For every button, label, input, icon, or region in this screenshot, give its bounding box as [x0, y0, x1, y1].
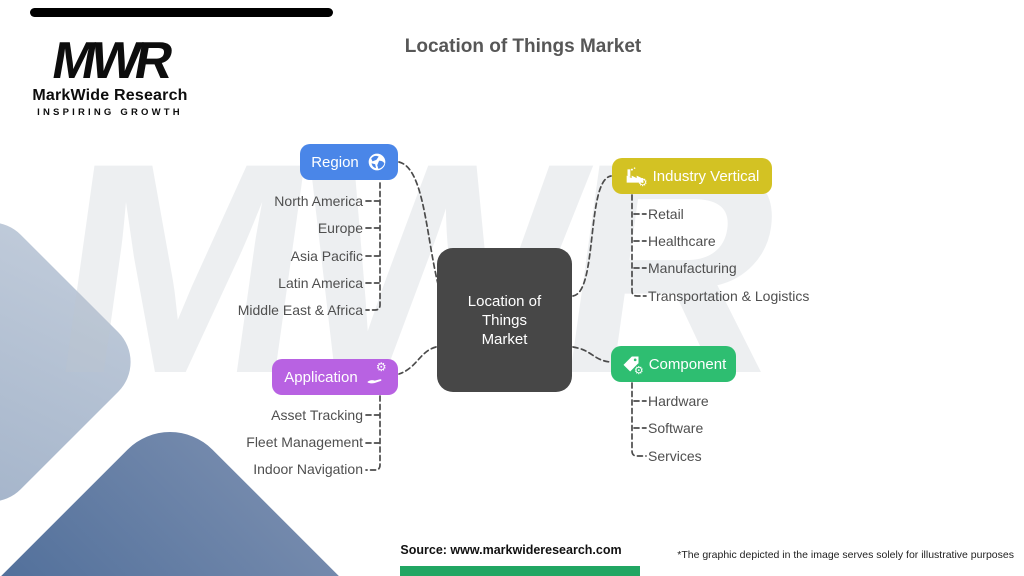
branch-label-application: Application — [284, 368, 358, 386]
component-child-services: Services — [648, 448, 702, 464]
industry-child-manufacturing: Manufacturing — [648, 260, 737, 276]
logo-tagline: INSPIRING GROWTH — [37, 107, 183, 118]
bottom-accent-bar — [400, 566, 640, 576]
application-child-indoor-navigation: Indoor Navigation — [253, 461, 363, 477]
globe-icon — [367, 152, 387, 172]
hand-gear-icon: ⚙︎ — [366, 361, 387, 387]
region-child-latin-america: Latin America — [278, 275, 363, 291]
tag-gear-icon: ⚙︎ — [621, 354, 644, 377]
central-topic-node: Location of Things Market — [437, 248, 572, 392]
logo-monogram: MWR — [47, 32, 173, 90]
page-title: Location of Things Market — [404, 36, 642, 57]
branch-label-component: Component — [648, 355, 727, 373]
branch-label-region: Region — [311, 153, 359, 171]
source-attribution: Source: www.markwideresearch.com — [400, 543, 622, 557]
region-child-north-america: North America — [274, 193, 363, 209]
application-child-fleet-management: Fleet Management — [246, 434, 363, 450]
region-child-europe: Europe — [317, 220, 363, 236]
branch-node-industry-vertical: ⚙︎ Industry Vertical — [612, 158, 772, 194]
component-child-hardware: Hardware — [648, 393, 709, 409]
branch-node-component: ⚙︎ Component — [611, 346, 736, 382]
component-child-software: Software — [648, 420, 704, 436]
branch-label-industry-vertical: Industry Vertical — [652, 167, 760, 185]
gear-icon: ⚙︎ — [637, 177, 648, 189]
branch-node-region: Region — [300, 144, 398, 180]
industry-child-healthcare: Healthcare — [648, 233, 716, 249]
factory-gear-icon: ⚙︎ — [625, 166, 648, 189]
disclaimer-note: *The graphic depicted in the image serve… — [677, 549, 1014, 561]
brand-logo: MWR MarkWide Research INSPIRING GROWTH — [30, 32, 190, 118]
industry-child-retail: Retail — [648, 206, 684, 222]
industry-child-transportation-logistics: Transportation & Logistics — [648, 288, 810, 304]
gear-icon: ⚙︎ — [633, 365, 644, 377]
branch-node-application: Application ⚙︎ — [272, 359, 398, 395]
top-accent-bar — [30, 8, 333, 17]
region-child-asia-pacific: Asia Pacific — [290, 248, 363, 264]
region-child-middle-east-africa: Middle East & Africa — [237, 302, 363, 318]
application-child-asset-tracking: Asset Tracking — [271, 407, 363, 423]
gear-icon: ⚙︎ — [375, 360, 387, 374]
logo-company-name: MarkWide Research — [32, 87, 188, 104]
